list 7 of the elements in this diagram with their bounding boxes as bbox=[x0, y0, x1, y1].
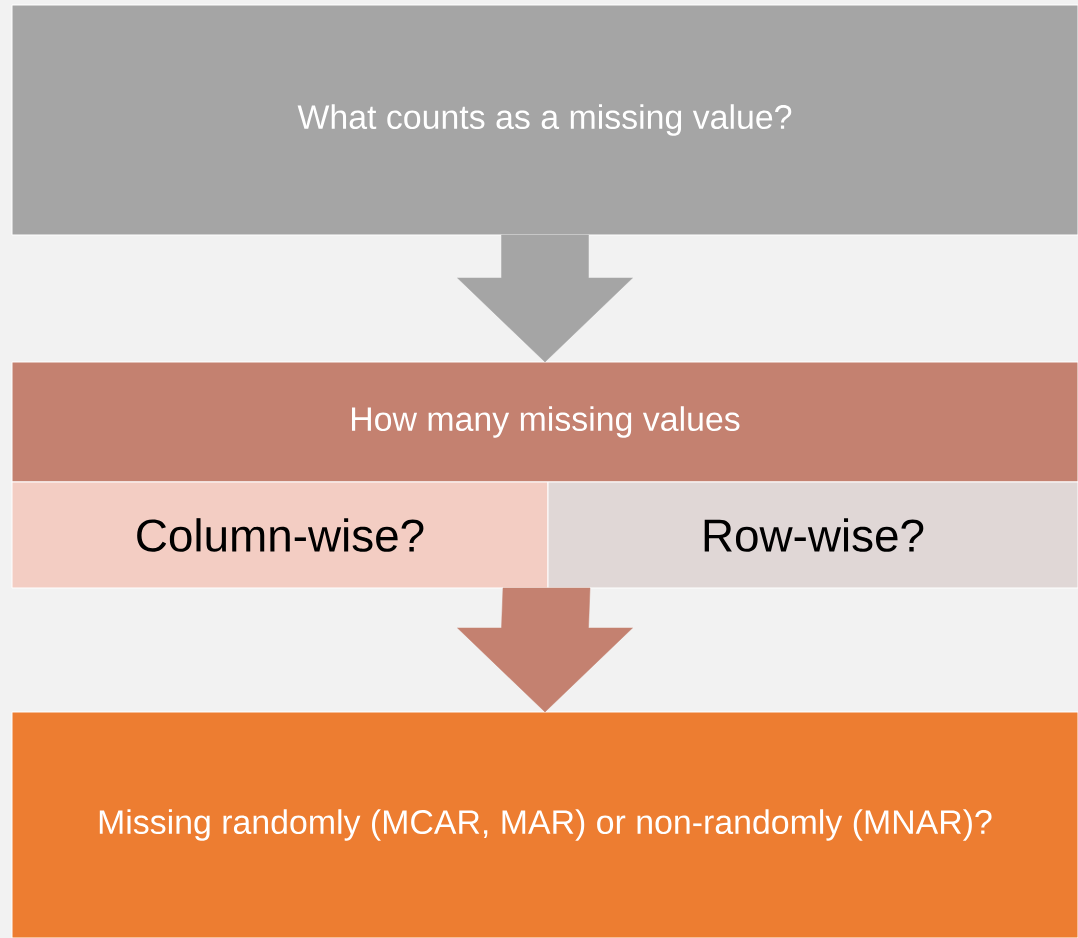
block-arrow bbox=[457, 234, 633, 363]
question-band: How many missing values bbox=[11, 361, 1078, 483]
block-arrow bbox=[457, 587, 633, 713]
option-cell: Row-wise? bbox=[547, 481, 1078, 589]
question-box: Missing randomly (MCAR, MAR) or non-randomly (MNAR)? bbox=[11, 711, 1078, 938]
question-box: What counts as a missing value? bbox=[11, 4, 1078, 236]
option-cell: Column-wise? bbox=[11, 481, 549, 589]
